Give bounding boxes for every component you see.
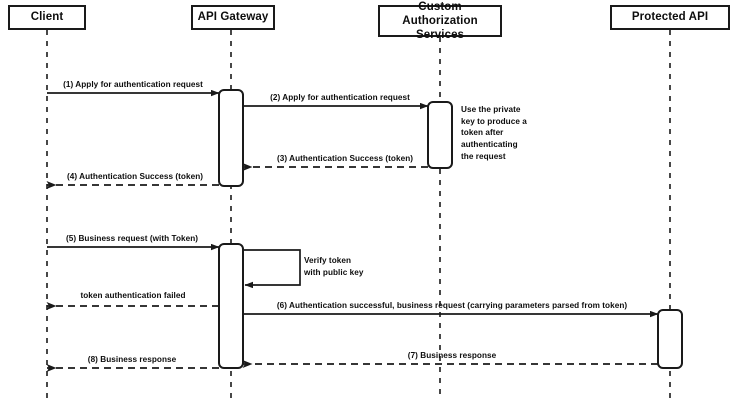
note-line: key to produce a — [461, 116, 527, 126]
activation-bar-gateway[interactable] — [218, 243, 244, 369]
participant-label-protected-api: Protected API — [631, 11, 709, 24]
activation-bar-gateway[interactable] — [218, 89, 244, 187]
lifelines-group — [46, 30, 671, 398]
message-label-msg-4: (4) Authentication Success (token) — [66, 172, 204, 181]
participant-label-client: Client — [30, 11, 64, 24]
participant-label-custom-authorization-services: Custom Authorization Services — [402, 0, 478, 42]
note-note-private-key: Use the private key to produce a token aft… — [461, 104, 527, 162]
message-label-msg-5: (5) Business request (with Token) — [65, 234, 199, 243]
message-label-msg-3: (3) Authentication Success (token) — [276, 154, 414, 163]
participant-box-api-gateway[interactable]: API Gateway — [191, 5, 275, 30]
message-label-msg-7: (7) Business response — [407, 351, 497, 360]
note-line: token after — [461, 128, 504, 138]
note-line: authenticating — [461, 139, 518, 149]
note-line: Use the private — [461, 105, 521, 114]
message-arrow-msg-self-verify — [243, 249, 301, 289]
message-label-msg-token-failed: token authentication failed — [80, 291, 186, 300]
message-label-msg-1: (1) Apply for authentication request — [63, 80, 203, 89]
message-label-msg-2: (2) Apply for authentication request — [270, 93, 410, 102]
note-line: Verify token — [304, 256, 352, 265]
note-line: with public key — [304, 267, 364, 277]
message-label-msg-6: (6) Authentication successful, business … — [276, 301, 628, 310]
participant-label-api-gateway: API Gateway — [197, 11, 269, 24]
message-label-msg-8: (8) Business response — [87, 355, 177, 364]
note-note-verify-token: Verify token with public key — [304, 255, 363, 278]
activation-bar-authsvc[interactable] — [427, 101, 453, 169]
message-arrows-group — [46, 89, 659, 372]
note-line: the request — [461, 151, 506, 161]
activation-bars-group — [218, 89, 683, 369]
activation-bar-protected[interactable] — [657, 309, 683, 369]
participant-box-custom-authorization-services[interactable]: Custom Authorization Services — [378, 1, 502, 41]
participant-box-client[interactable]: Client — [8, 5, 86, 30]
participant-box-protected-api[interactable]: Protected API — [610, 5, 730, 30]
